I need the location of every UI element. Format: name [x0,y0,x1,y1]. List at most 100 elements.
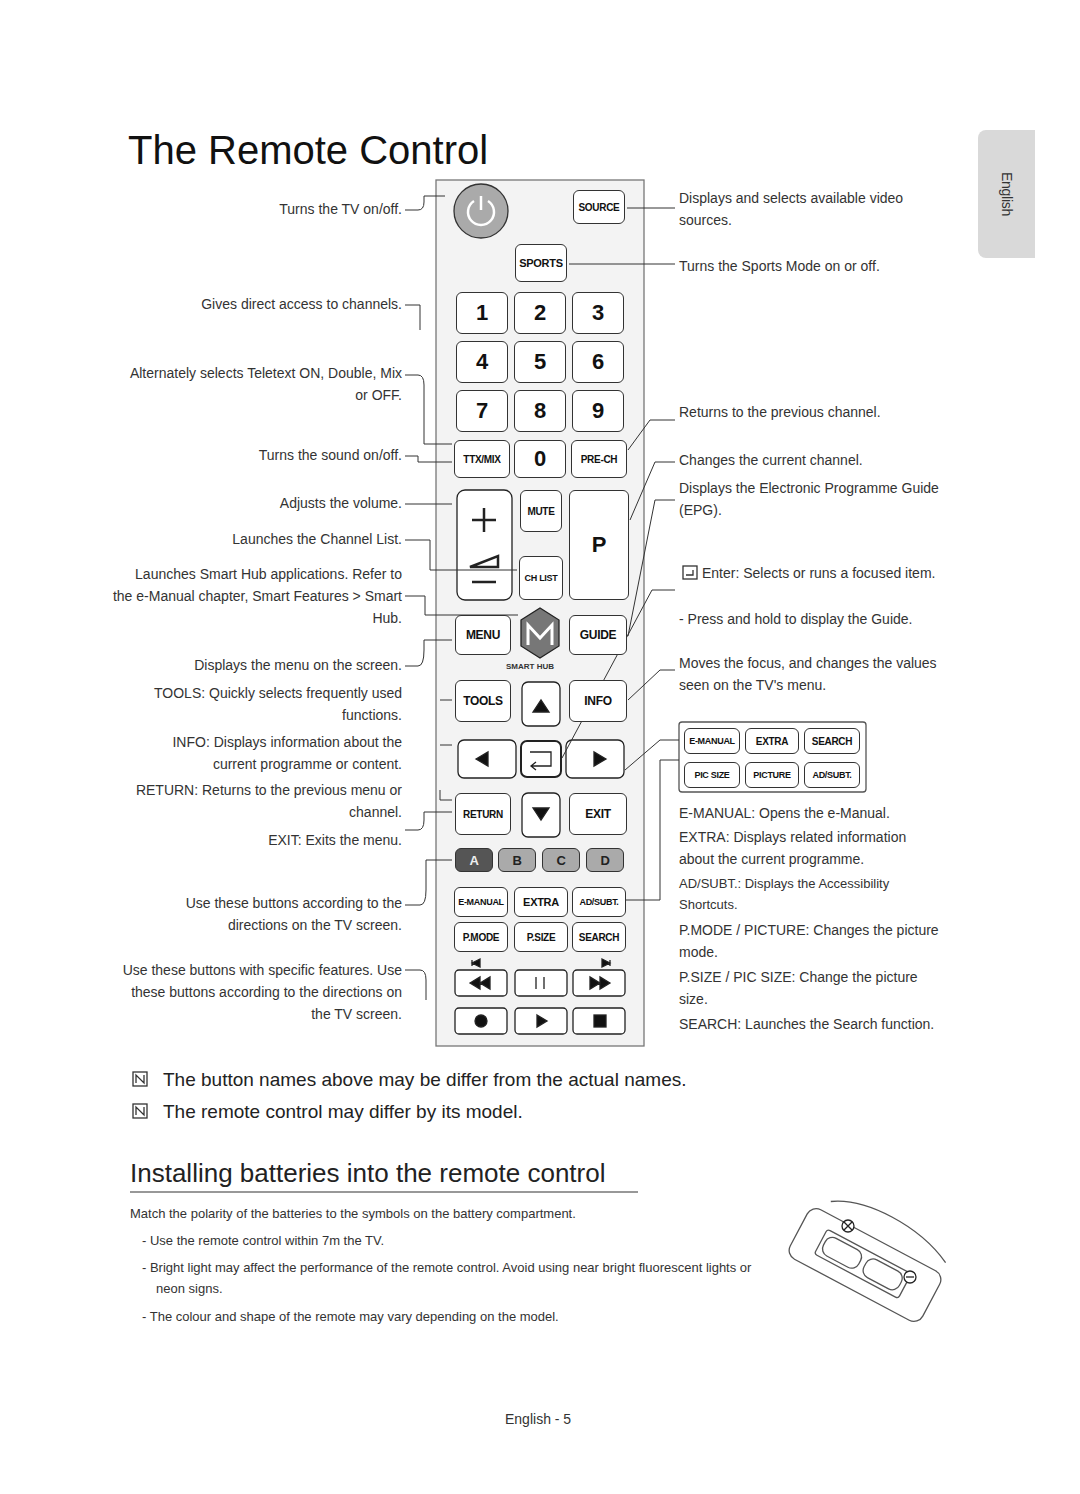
language-tab: English [978,130,1035,258]
callout-text: E-MANUAL: Opens the e-Manual. [679,802,939,824]
remote-button: 8 [514,390,566,432]
button-label: C [556,853,565,868]
remote-button: C [542,848,580,872]
button-label: 6 [592,349,604,375]
remote-button: EXTRA [514,887,568,917]
callout-text: Gives direct access to channels. [142,293,402,315]
callout-text: RETURN: Returns to the previous menu or … [132,779,402,823]
remote-button: AD/SUBT. [804,762,860,788]
callout-text: Moves the focus, and changes the values … [679,652,959,696]
callout-text: SEARCH: Launches the Search function. [679,1013,949,1035]
button-label: PICTURE [753,770,790,780]
remote-button: SPORTS [515,244,567,282]
button-label: B [512,853,521,868]
remote-button: PICTURE [745,762,799,788]
remote-button: PRE-CH [571,440,627,478]
button-label: TOOLS [463,694,503,708]
remote-button: MUTE [520,490,562,532]
callout-text: Enter: Selects or runs a focused item. [702,562,952,584]
remote-button: SEARCH [572,922,626,952]
remote-button: INFO [569,680,627,722]
callout-text: Match the polarity of the batteries to t… [130,1203,750,1224]
button-label: MENU [466,628,500,642]
callout-text: Displays and selects available video sou… [679,187,929,231]
callout-text: EXIT: Exits the menu. [202,829,402,851]
button-label: 2 [534,300,546,326]
button-label: 0 [534,446,546,472]
remote-button: B [498,848,536,872]
callout-text: Adjusts the volume. [202,492,402,514]
remote-button: 6 [572,341,624,383]
remote-button: A [455,848,493,872]
button-label: 5 [534,349,546,375]
button-label: E-MANUAL [458,897,504,907]
remote-button: PIC SIZE [684,762,740,788]
callout-text: INFO: Displays information about the cur… [132,731,402,775]
button-label: English [998,172,1014,216]
remote-button: 2 [514,292,566,334]
callout-text: Alternately selects Teletext ON, Double,… [122,362,402,406]
callout-text: Launches the Channel List. [162,528,402,550]
button-label: SEARCH [812,736,852,747]
callout-text: Returns to the previous channel. [679,401,939,423]
button-label: EXTRA [756,736,788,747]
callout-text: EXTRA: Displays related information abou… [679,826,939,870]
button-label: PIC SIZE [694,770,729,780]
remote-button: SOURCE [573,190,625,224]
button-label: TTX/MIX [463,454,500,465]
callout-text: Use these buttons according to the direc… [132,892,402,936]
button-label: P.MODE [463,932,499,943]
button-label: SEARCH [579,932,619,943]
callout-text: Launches Smart Hub applications. Refer t… [112,563,402,629]
remote-button: TOOLS [455,680,511,722]
callout-text: The remote control may differ by its mod… [163,1099,863,1125]
remote-button: P.MODE [454,922,508,952]
callout-text: Displays the Electronic Programme Guide … [679,477,959,521]
callout-text: - Press and hold to display the Guide. [679,608,949,630]
remote-button: SEARCH [804,728,860,754]
callout-text: P.MODE / PICTURE: Changes the picture mo… [679,919,949,963]
button-label: 7 [476,398,488,424]
remote-button: EXTRA [745,728,799,754]
remote-button: 9 [572,390,624,432]
callout-text: - Bright light may affect the performanc… [142,1257,756,1299]
button-label: A [469,853,478,868]
button-label: EXIT [585,807,610,821]
remote-button: 5 [514,341,566,383]
button-label: 1 [476,300,488,326]
button-label: AD/SUBT. [812,770,851,780]
callout-text: Changes the current channel. [679,449,939,471]
callout-text: SMART HUB [506,662,554,672]
callout-text: Turns the sound on/off. [202,444,402,466]
remote-button: AD/SUBT. [572,887,626,917]
remote-button: D [586,848,624,872]
remote-button: P.SIZE [514,922,568,952]
button-label: SPORTS [519,257,562,269]
callout-text: P.SIZE / PIC SIZE: Change the picture si… [679,966,939,1010]
remote-button: MENU [455,615,511,655]
remote-button: 0 [514,440,566,478]
button-label: E-MANUAL [689,736,735,746]
button-label: D [600,853,609,868]
remote-button: EXIT [569,793,627,835]
button-label: P.SIZE [527,932,556,943]
button-label: P [592,532,606,558]
page-number: English - 5 [505,1408,625,1430]
remote-button: E-MANUAL [454,887,508,917]
button-label: MUTE [527,506,554,517]
callout-text: Turns the TV on/off. [202,198,402,220]
button-label: EXTRA [523,896,559,908]
button-label: PRE-CH [581,454,618,465]
remote-button: 7 [456,390,508,432]
button-label: AD/SUBT. [579,897,618,907]
button-label: 8 [534,398,546,424]
callout-text: - The colour and shape of the remote may… [142,1306,762,1327]
button-label: CH LIST [525,573,558,583]
remote-button: E-MANUAL [684,728,740,754]
remote-button: P [569,490,629,600]
section-heading: Installing batteries into the remote con… [130,1160,750,1186]
remote-button: 1 [456,292,508,334]
callout-text: Displays the menu on the screen. [142,654,402,676]
callout-text: The button names above may be differ fro… [163,1067,863,1093]
callout-text: Use these buttons with specific features… [122,959,402,1025]
